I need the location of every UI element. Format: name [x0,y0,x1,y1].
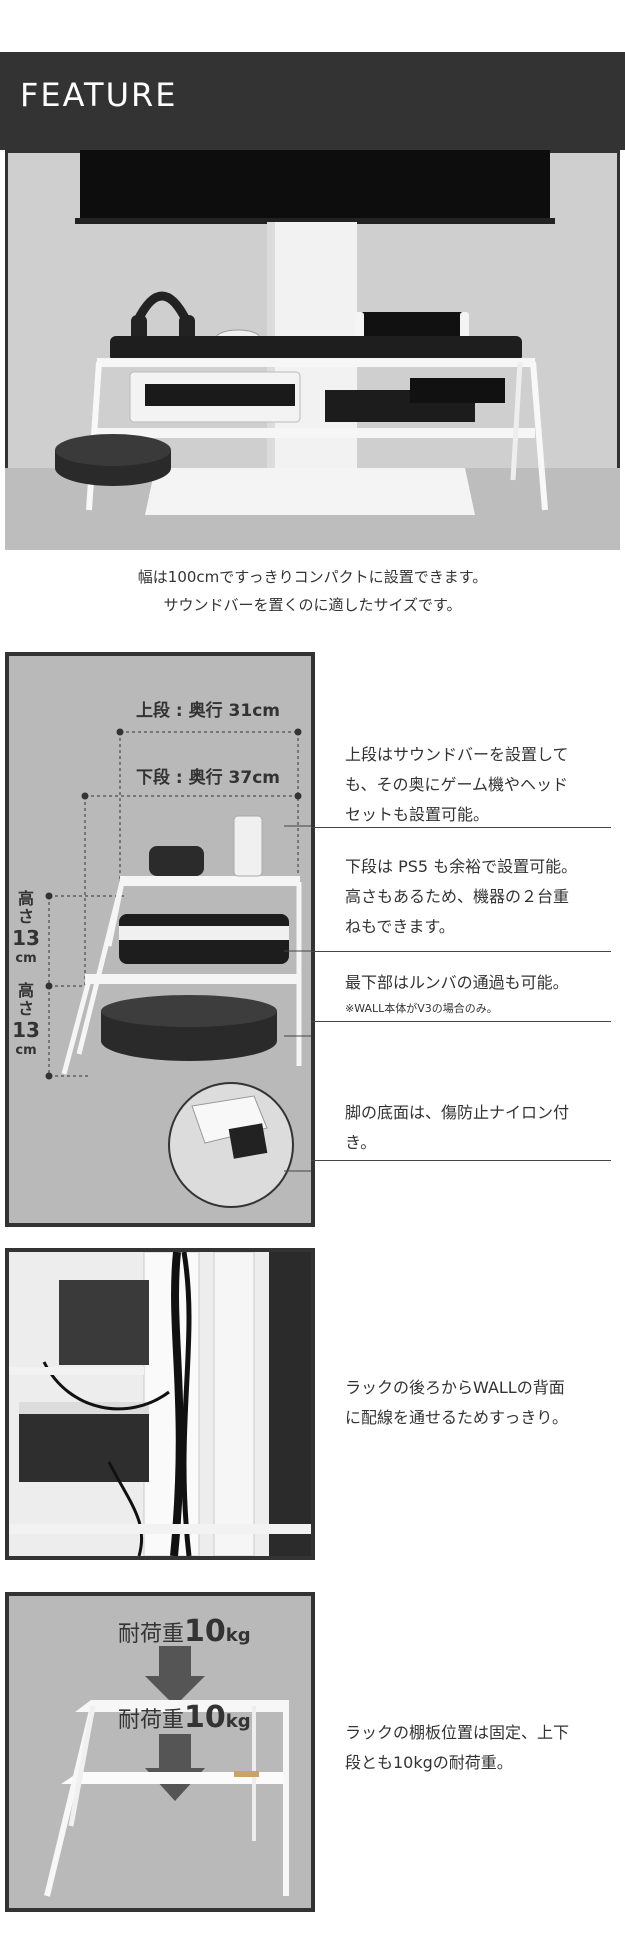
lower-height-label: 高さ 13 cm [12,981,40,1059]
upper-shelf-description: 上段はサウンドバーを設置して も、その奥にゲーム機やヘッド セットも設置可能。 [345,745,569,824]
cable-routing-description: ラックの後ろからWALLの背面 に配線を通せるためすっきり。 [345,1378,569,1427]
headphones [132,291,192,325]
upper-height-label: 高さ 13 cm [12,889,40,967]
tv-stand-illustration [55,150,555,515]
load-label-bottom: 耐荷重10kg [118,1700,251,1735]
lower-shelf-description: 下段は PS5 も余裕で設置可能。 高さもあるため、機器の２台重 ねもできます。 [345,857,578,936]
tv-screen [80,150,550,222]
upper-depth-label: 上段 : 奥行 31cm [136,701,281,721]
wall-v3-note: ※WALL本体がV3の場合のみ。 [345,1002,498,1015]
feature-header-bar [0,52,625,150]
stand-base [145,468,475,515]
divider-line [311,1021,611,1022]
divider-line [311,951,611,952]
divider-line [311,827,611,828]
lower-depth-label: 下段 : 奥行 37cm [136,768,281,788]
bottom-clearance-description: 最下部はルンバの通過も可能。 [345,973,569,992]
rack-lower-shelf [97,428,535,438]
feature-title: FEATURE [20,76,178,114]
foot-description: 脚の底面は、傷防止ナイロン付 き。 [345,1103,570,1152]
caption-line1: 幅は100cmですっきりコンパクトに設置できます。 [137,568,488,586]
load-capacity-description: ラックの棚板位置は固定、上下 段とも10kgの耐荷重。 [345,1723,570,1772]
section1-caption: 幅は100cmですっきりコンパクトに設置できます。 サウンドバーを置くのに適した… [0,563,625,619]
divider-line [311,1160,611,1161]
soundbar [110,336,522,362]
cable-routing-illustration [9,1252,311,1556]
load-capacity-illustration [44,1646,289,1897]
tuner-box [410,378,505,403]
rack-top-shelf [97,358,535,367]
caption-line2: サウンドバーを置くのに適したサイズです。 [163,596,462,614]
rack-dimension-illustration [45,728,311,1208]
load-arrow-top [145,1676,205,1706]
load-label-top: 耐荷重10kg [118,1614,251,1649]
